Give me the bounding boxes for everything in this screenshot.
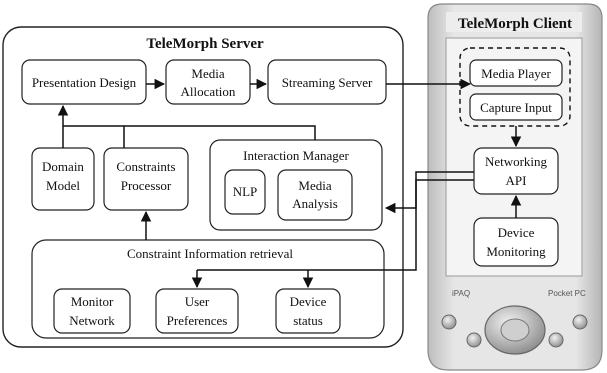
domain-model-line2: Model: [46, 178, 80, 193]
domain-model-line1: Domain: [42, 159, 84, 174]
media-group-dashed: [459, 47, 571, 127]
brand-ipaq: iPAQ: [452, 289, 470, 298]
constraints-processor-line1: Constraints: [116, 159, 175, 174]
user-preferences-line2: Preferences: [167, 313, 228, 328]
presentation-design-box: [21, 59, 147, 105]
device-status-box: [275, 288, 341, 334]
networking-api-line1: Networking: [485, 154, 548, 169]
device-status-line2: status: [293, 313, 323, 328]
nlp-label: NLP: [233, 184, 258, 199]
media-allocation-box: [165, 59, 251, 105]
streaming-server-label: Streaming Server: [282, 75, 373, 90]
connector-interaction-manager: [124, 125, 316, 140]
user-preferences-line1: User: [185, 294, 210, 309]
presentation-design-label: Presentation Design: [32, 75, 137, 90]
interaction-manager-label: Interaction Manager: [243, 148, 349, 163]
media-player-label: Media Player: [481, 66, 551, 81]
brand-pocketpc: Pocket PC: [548, 289, 586, 298]
user-preferences-box: [155, 288, 239, 334]
navigation-pad-center[interactable]: [500, 318, 530, 342]
capture-input-label: Capture Input: [480, 100, 552, 115]
networking-api-box: [473, 147, 559, 195]
constraints-processor-box: [103, 147, 189, 211]
hw-button-4[interactable]: [572, 314, 588, 330]
nlp-box: [224, 169, 266, 215]
monitor-network-line2: Network: [69, 313, 115, 328]
hw-button-1[interactable]: [441, 314, 457, 330]
server-frame: [2, 26, 404, 348]
constraint-info-retrieval-label: Constraint Information retrieval: [127, 246, 293, 261]
device-status-line1: Device: [290, 294, 327, 309]
device-monitoring-line2: Monitoring: [486, 244, 546, 259]
media-analysis-box: [277, 169, 353, 221]
hw-button-3[interactable]: [548, 332, 564, 348]
connector-constraints-processor: [63, 125, 125, 148]
constraints-processor-line2: Processor: [121, 178, 172, 193]
server-title: TeleMorph Server: [146, 36, 264, 52]
media-player-box: [469, 59, 563, 87]
media-analysis-line2: Analysis: [292, 196, 338, 211]
client-title: TeleMorph Client: [458, 16, 572, 32]
media-allocation-line1: Media: [191, 66, 224, 81]
streaming-server-box: [267, 59, 387, 105]
device-monitoring-line1: Device: [498, 225, 535, 240]
monitor-network-line1: Monitor: [71, 294, 114, 309]
hw-button-2[interactable]: [466, 332, 482, 348]
networking-api-line2: API: [506, 173, 527, 188]
media-allocation-line2: Allocation: [181, 84, 236, 99]
monitor-network-box: [53, 288, 131, 334]
capture-input-box: [469, 93, 563, 121]
pda-title-bar: [446, 12, 582, 32]
media-analysis-line1: Media: [298, 178, 331, 193]
connector-networking-to-retrieval: [197, 179, 474, 271]
